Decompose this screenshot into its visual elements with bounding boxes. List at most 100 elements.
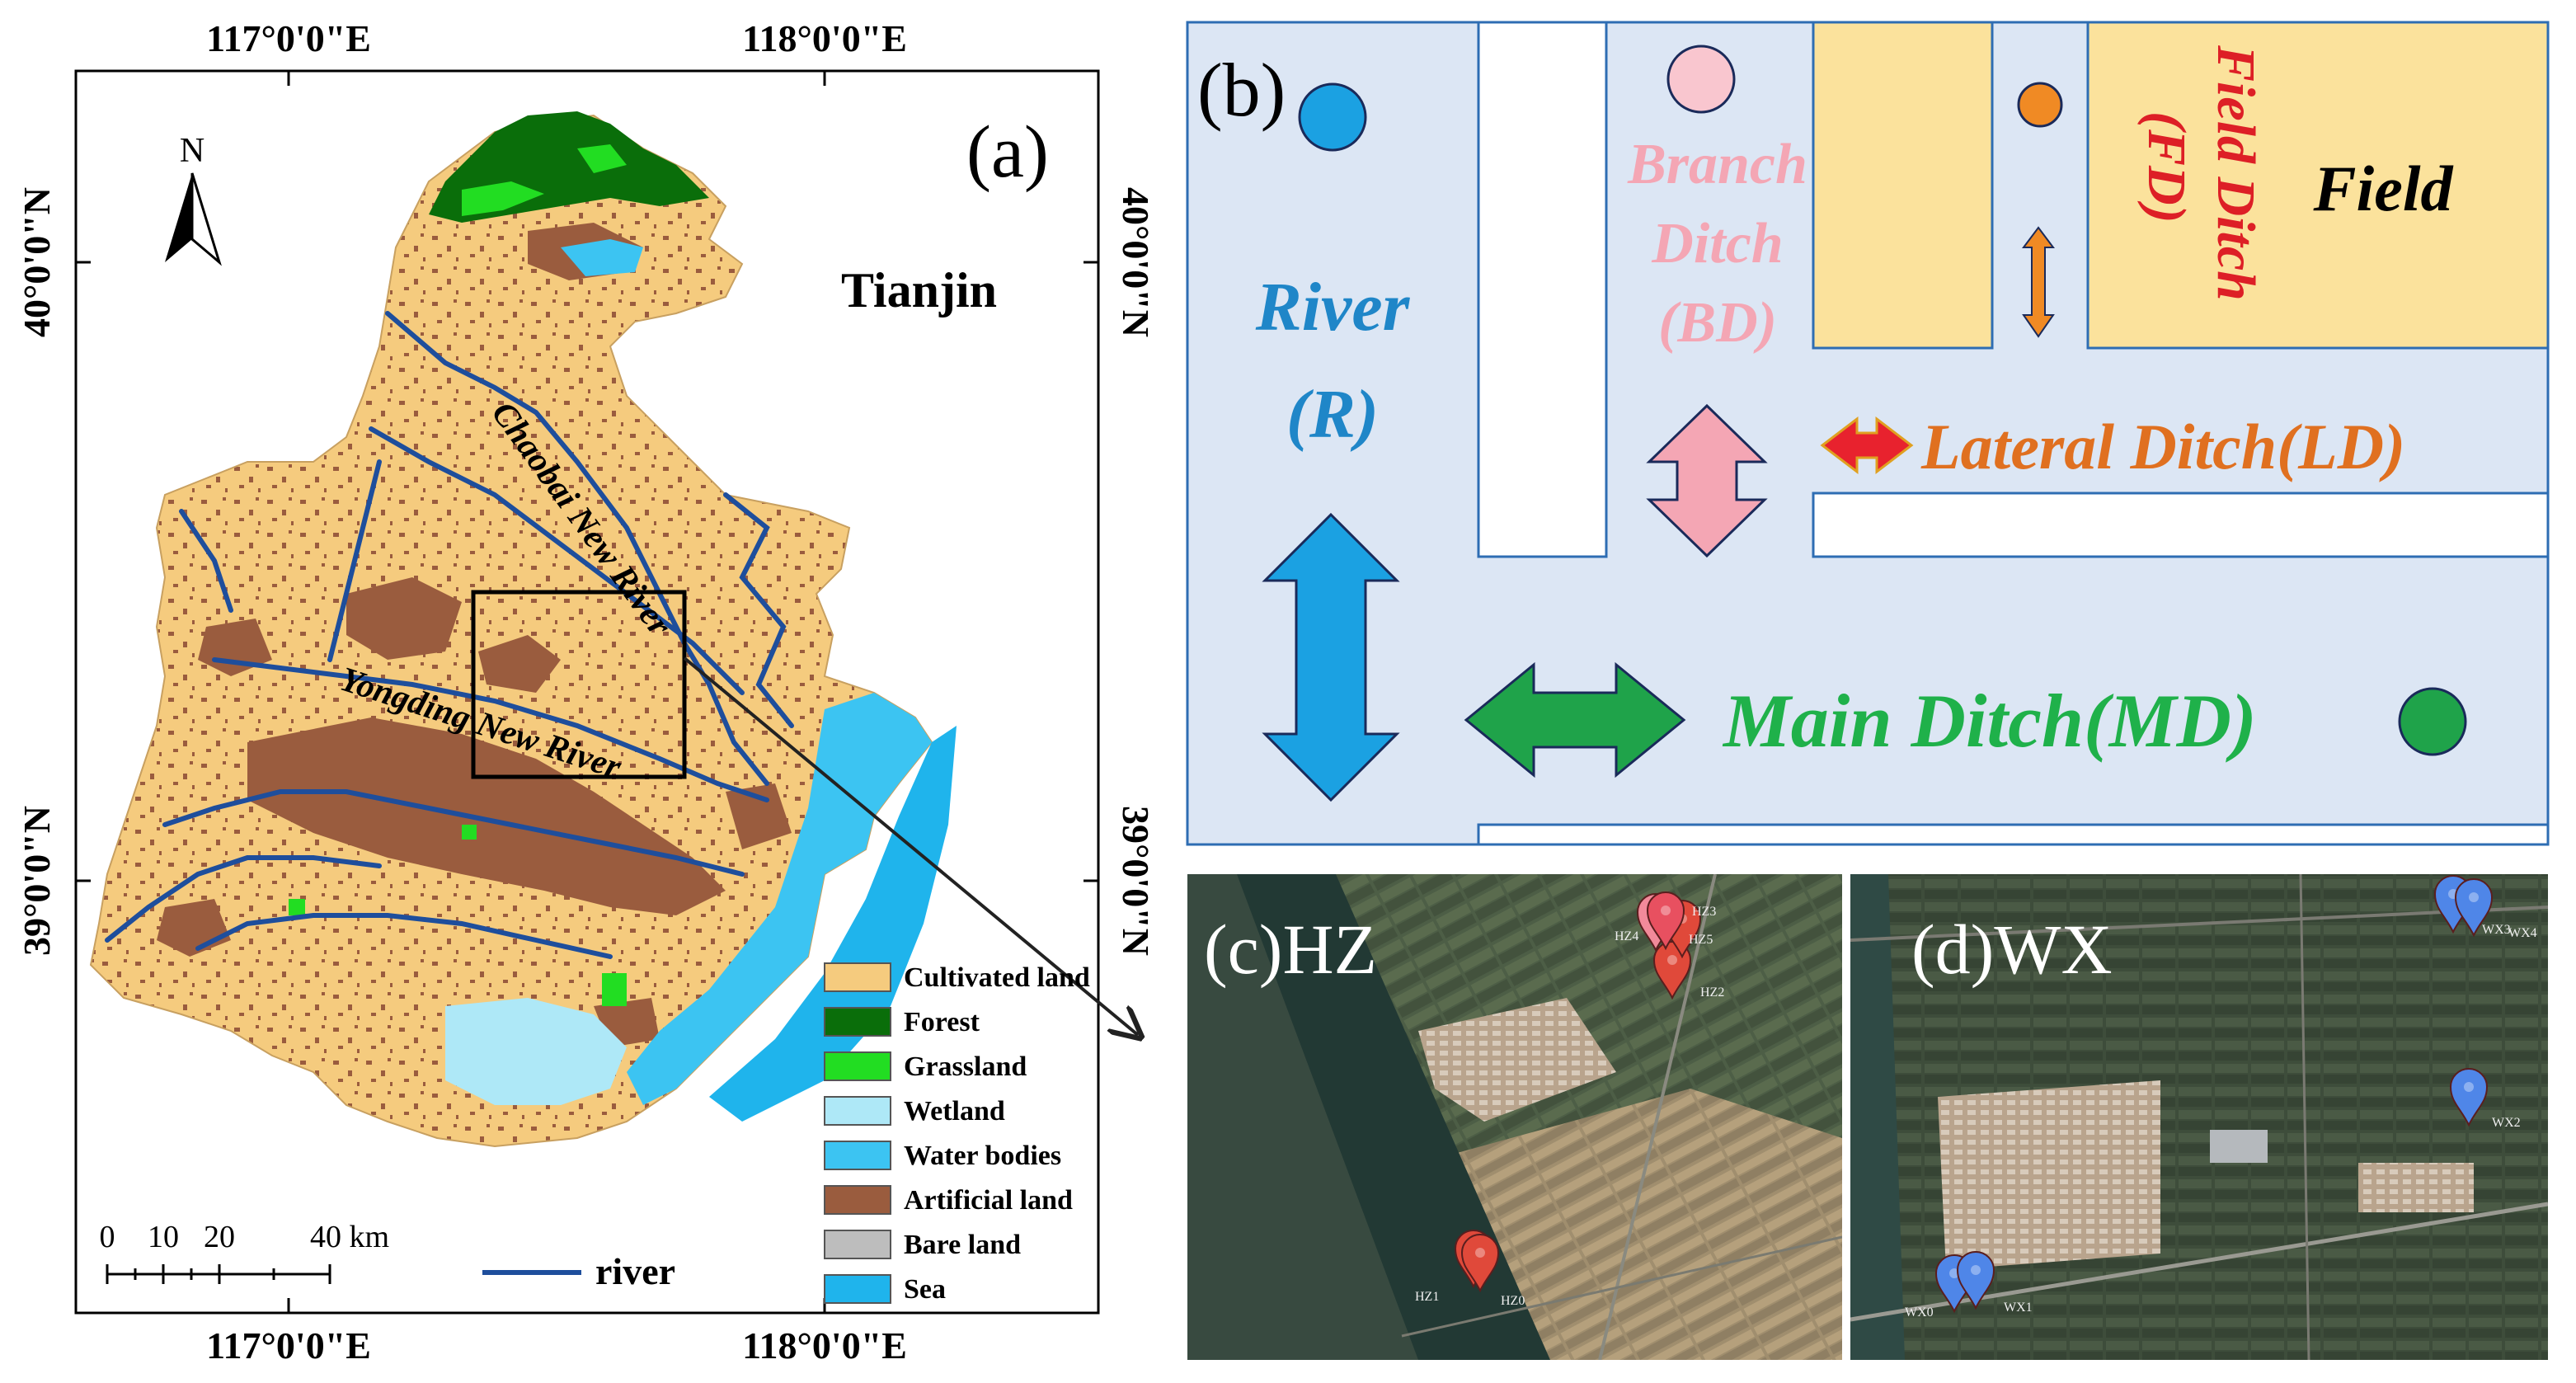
- left-lat-label-1: 40°0'0"N: [16, 187, 58, 337]
- marker-label-hz5: HZ5: [1689, 933, 1713, 947]
- legend-swatch-5: [824, 1185, 891, 1215]
- marker-label-hz4: HZ4: [1615, 929, 1638, 943]
- wx-pin-highlight-0: [1949, 1268, 1959, 1278]
- panel-c-label: (c)HZ: [1204, 910, 1377, 989]
- field-ditch-flow-arrow: [2022, 226, 2055, 338]
- marker-label-wx1: WX1: [2004, 1301, 2033, 1315]
- field-label: Field: [2313, 153, 2454, 224]
- river-legend-label: river: [595, 1250, 675, 1292]
- panel-a-label: (a): [966, 111, 1049, 193]
- embankment-left: [1477, 21, 1608, 558]
- north-arrow-icon: N: [165, 132, 222, 266]
- branch-label-line2: Ditch: [1651, 212, 1783, 275]
- legend-swatch-4: [824, 1141, 891, 1170]
- panel-a-map: 117°0'0"E 118°0'0"E 117°0'0"E 118°0'0"E …: [16, 17, 1157, 1367]
- hz-pin-highlight-5: [1661, 906, 1671, 915]
- marker-label-wx3: WX3: [2482, 923, 2511, 937]
- region-name: Tianjin: [841, 263, 997, 318]
- lateral-ditch-label: Lateral Ditch(LD): [1920, 411, 2405, 482]
- embankment-bottom: [1477, 823, 2550, 846]
- embankment-right: [1812, 492, 2550, 558]
- legend-label-7: Sea: [904, 1274, 946, 1305]
- legend-label-3: Wetland: [904, 1096, 1005, 1127]
- left-lat-label-2: 39°0'0"N: [16, 806, 58, 956]
- graticule-ticks: [76, 71, 1098, 1313]
- top-lon-label-2: 118°0'0"E: [742, 17, 907, 59]
- branch-label-line1: Branch: [1627, 133, 1807, 196]
- inset-extent-box: [471, 590, 687, 779]
- wx-pin-highlight-2: [2464, 1082, 2474, 1092]
- legend-label-2: Grassland: [904, 1051, 1027, 1082]
- legend-swatch-3: [824, 1096, 891, 1126]
- main-ditch-label: Main Ditch(MD): [1722, 679, 2257, 763]
- inset-pointer-arrow: [683, 656, 1138, 1035]
- marker-label-hz0: HZ0: [1501, 1294, 1525, 1308]
- branch-ditch-sample-dot: [1666, 45, 1736, 114]
- artificial-land-patches: [157, 223, 792, 1047]
- scale-tick-20: 20: [204, 1220, 235, 1254]
- hz-pin-icon-1[interactable]: [1460, 1234, 1500, 1293]
- rivers: [105, 311, 794, 959]
- scale-bar: [106, 1264, 331, 1284]
- main-ditch-flow-arrow: [1464, 661, 1686, 779]
- wx-pin-icon-1[interactable]: [1956, 1251, 1995, 1310]
- branch-label-line3: (BD): [1658, 291, 1777, 355]
- legend-label-0: Cultivated land: [904, 962, 1090, 993]
- forest-area: [429, 111, 709, 223]
- scale-tick-0: 0: [100, 1220, 115, 1254]
- canal-channel: [1850, 874, 1905, 1360]
- marker-label-hz3: HZ3: [1692, 905, 1716, 919]
- landcover-legend: Cultivated landForestGrasslandWetlandWat…: [824, 962, 1090, 1305]
- wx-pin-icon-2[interactable]: [2449, 1068, 2489, 1127]
- bottom-lon-label-2: 118°0'0"E: [742, 1324, 907, 1367]
- river-label-line2: (R): [1286, 376, 1379, 453]
- river-sample-dot: [1298, 82, 1367, 152]
- legend-label-6: Bare land: [904, 1230, 1021, 1260]
- marker-label-wx4: WX4: [2508, 926, 2537, 940]
- right-lat-label-1: 40°0'0"N: [1115, 187, 1157, 337]
- legend-swatch-1: [824, 1007, 891, 1037]
- top-lon-label-1: 117°0'0"E: [206, 17, 371, 59]
- grassland-patches: [289, 825, 627, 1006]
- marker-label-wx2: WX2: [2492, 1116, 2521, 1130]
- wx-pin-highlight-1: [1971, 1265, 1981, 1275]
- hz-pin-icon-5[interactable]: [1646, 891, 1685, 951]
- bottom-lon-label-1: 117°0'0"E: [206, 1324, 371, 1367]
- branch-ditch-flow-arrow: [1646, 403, 1768, 558]
- field-block-left: [1812, 21, 1994, 350]
- scale-tick-40: 40 km: [310, 1220, 389, 1254]
- marker-label-hz1: HZ1: [1415, 1290, 1439, 1304]
- field-block-right: [2086, 21, 2550, 350]
- field-ditch-sample-dot: [2017, 82, 2063, 128]
- legend-swatch-6: [824, 1230, 891, 1259]
- panel-d-label: (d)WX: [1911, 910, 2113, 989]
- hz-pin-highlight-1: [1475, 1248, 1485, 1258]
- main-ditch-sample-dot: [2398, 687, 2467, 756]
- legend-swatch-2: [824, 1051, 891, 1081]
- wx-pin-icon-4[interactable]: [2454, 878, 2494, 938]
- field-ditch-label-line1: Field Ditch: [2206, 45, 2266, 301]
- marker-label-wx0: WX0: [1905, 1305, 1934, 1319]
- legend-swatch-7: [824, 1274, 891, 1304]
- lateral-ditch-flow-arrow: [1820, 416, 1914, 475]
- river-label-line1: River: [1255, 269, 1411, 346]
- hz-pin-highlight-2: [1667, 955, 1677, 965]
- legend-label-1: Forest: [904, 1007, 980, 1037]
- scale-tick-10: 10: [148, 1220, 179, 1254]
- wx-pin-highlight-4: [2469, 892, 2479, 902]
- right-lat-label-2: 39°0'0"N: [1115, 806, 1157, 956]
- coastal-waters: [445, 239, 957, 1122]
- marker-label-hz2: HZ2: [1700, 986, 1724, 1000]
- legend-label-5: Artificial land: [904, 1185, 1073, 1216]
- legend-swatch-0: [824, 962, 891, 992]
- north-label: N: [180, 132, 204, 170]
- legend-label-4: Water bodies: [904, 1141, 1061, 1171]
- field-ditch-label-line2: (FD): [2136, 111, 2197, 223]
- river-flow-arrow: [1262, 512, 1400, 802]
- panel-b-schematic: (b) River (R) Branch Ditch (BD) Field Di…: [1186, 21, 2550, 846]
